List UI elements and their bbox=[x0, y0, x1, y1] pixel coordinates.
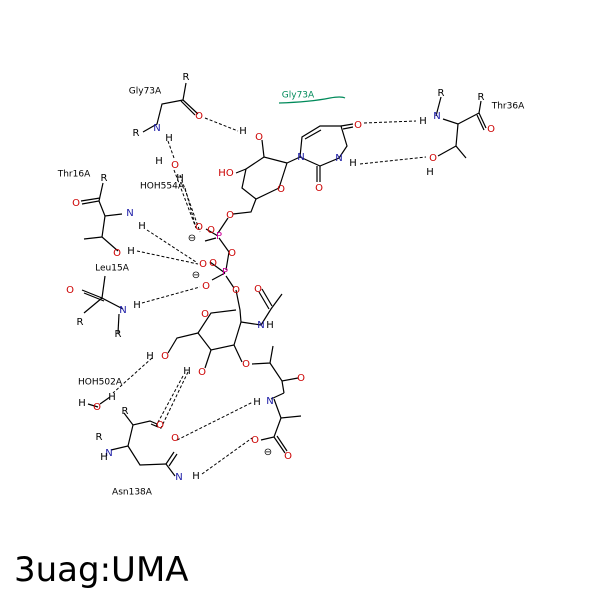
hydrogen-bonds bbox=[112, 117, 427, 475]
residue-labels: Gly73A Gly73A Thr36A Thr16A HOH554A Leu1… bbox=[57, 87, 525, 498]
atom-labels: R R O N H H O H R O N H O H O N R H R H … bbox=[66, 72, 495, 483]
atom-label: O bbox=[232, 285, 240, 296]
atom-label: O bbox=[195, 111, 203, 122]
atom-label: O bbox=[354, 120, 362, 131]
negative-charge-icon: ⊖ bbox=[188, 233, 196, 244]
atom-label: O bbox=[277, 184, 285, 195]
atom-label: R bbox=[478, 92, 485, 103]
atom-label: H bbox=[146, 351, 154, 362]
atom-label: R bbox=[122, 406, 129, 417]
atom-label: P bbox=[222, 267, 228, 278]
charges: ⊖ ⊖ ⊖ bbox=[188, 233, 272, 458]
atom-label: N bbox=[119, 305, 126, 316]
atom-label: N bbox=[257, 320, 264, 331]
atom-label: H bbox=[138, 221, 146, 232]
atom-label: O bbox=[429, 153, 437, 164]
atom-label: O bbox=[251, 435, 259, 446]
atom-label: R bbox=[101, 173, 108, 184]
atom-label: O bbox=[72, 198, 80, 209]
atom-label: R bbox=[115, 329, 122, 340]
atom-label: O bbox=[242, 359, 250, 370]
residue-label: Gly73A bbox=[282, 91, 315, 101]
atom-label: O bbox=[161, 351, 169, 362]
atom-label: O bbox=[156, 420, 164, 431]
atom-label: R bbox=[133, 128, 140, 139]
atom-label: O bbox=[195, 222, 203, 233]
atom-label: H bbox=[133, 300, 141, 311]
residue-label: HOH554A bbox=[140, 182, 185, 192]
atom-label: O bbox=[487, 124, 495, 135]
atom-label: H bbox=[165, 133, 173, 144]
hydrophobic-contact-arc bbox=[278, 96, 346, 104]
residue-label: Gly73A bbox=[129, 87, 162, 97]
residue-label: Thr36A bbox=[491, 102, 525, 112]
atom-label: H bbox=[78, 398, 86, 409]
atom-label: N bbox=[297, 152, 304, 163]
atom-label: O bbox=[207, 225, 215, 236]
residue-label: Asn138A bbox=[112, 488, 153, 498]
atom-label: H bbox=[183, 366, 191, 377]
atom-label: H bbox=[266, 320, 274, 331]
atom-label: O bbox=[171, 433, 179, 444]
atom-label: H bbox=[349, 158, 357, 169]
atom-label: R bbox=[96, 432, 103, 443]
atom-label: O bbox=[315, 183, 323, 194]
atom-label: N bbox=[266, 396, 273, 407]
atom-label: O bbox=[171, 160, 179, 171]
atom-label: N bbox=[335, 153, 342, 164]
atom-label: H bbox=[100, 452, 108, 463]
residue-label: Leu15A bbox=[95, 264, 130, 274]
atom-label: R bbox=[77, 317, 84, 328]
atom-label: O bbox=[284, 451, 292, 462]
atom-label: N bbox=[105, 448, 112, 459]
atom-label: O bbox=[254, 284, 262, 295]
atom-label: O bbox=[93, 402, 101, 413]
atom-label: O bbox=[202, 281, 210, 292]
atom-label: O bbox=[199, 259, 207, 270]
atom-label: H bbox=[155, 156, 163, 167]
atom-label: O bbox=[226, 210, 234, 221]
residue-label: Thr16A bbox=[57, 170, 91, 180]
atom-label: H bbox=[239, 126, 247, 137]
atom-label: O bbox=[198, 367, 206, 378]
atom-label: O bbox=[113, 248, 121, 259]
covalent-bonds bbox=[80, 82, 487, 477]
atom-label: H bbox=[176, 173, 184, 184]
atom-label: P bbox=[216, 231, 222, 242]
atom-label: N bbox=[126, 208, 133, 219]
atom-label: HO bbox=[218, 168, 234, 179]
residue-label: HOH502A bbox=[78, 378, 123, 388]
atom-label: R bbox=[438, 88, 445, 99]
atom-label: N bbox=[175, 472, 182, 483]
atom-label: H bbox=[108, 392, 116, 403]
atom-label: H bbox=[127, 246, 135, 257]
atom-label: H bbox=[192, 471, 200, 482]
atom-label: H bbox=[419, 116, 427, 127]
atom-label: H bbox=[253, 397, 261, 408]
atom-label: N bbox=[153, 123, 160, 134]
atom-label: O bbox=[66, 285, 74, 296]
atom-label: O bbox=[209, 258, 217, 269]
atom-label: O bbox=[297, 373, 305, 384]
negative-charge-icon: ⊖ bbox=[264, 447, 272, 458]
atom-label: O bbox=[201, 309, 209, 320]
negative-charge-icon: ⊖ bbox=[192, 270, 200, 281]
atom-label: N bbox=[433, 111, 440, 122]
atom-label: O bbox=[228, 248, 236, 259]
atom-label: H bbox=[426, 167, 434, 178]
atom-label: R bbox=[183, 72, 190, 83]
page-title: 3uag:UMA bbox=[14, 550, 189, 590]
atom-label: O bbox=[255, 132, 263, 143]
